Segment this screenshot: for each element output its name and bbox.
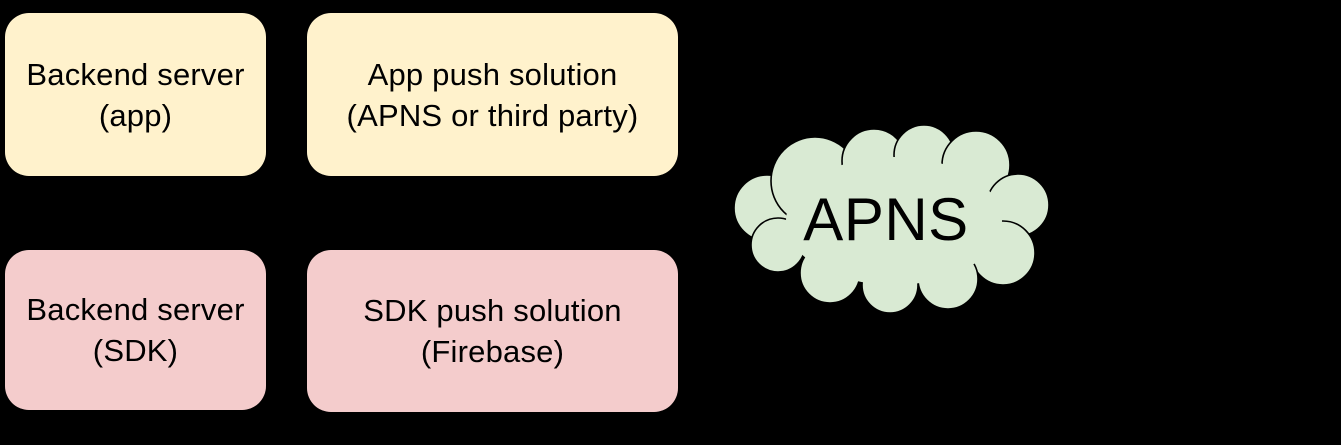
node-subtitle: (APNS or third party) — [346, 97, 639, 133]
cloud-label: APNS — [803, 185, 969, 253]
node-app-push-solution: App push solution (APNS or third party) — [307, 13, 678, 176]
node-backend-server-app: Backend server (app) — [5, 13, 266, 176]
node-backend-server-sdk: Backend server (SDK) — [5, 250, 266, 410]
apns-cloud: APNS — [712, 113, 1060, 325]
cloud-shape-icon — [733, 124, 1050, 314]
node-subtitle: (app) — [98, 97, 173, 133]
node-title: App push solution — [367, 56, 618, 92]
node-subtitle: (SDK) — [92, 333, 179, 368]
node-title: Backend server — [26, 56, 245, 92]
node-sdk-push-solution: SDK push solution (Firebase) — [307, 250, 678, 412]
node-title: SDK push solution — [363, 293, 622, 328]
node-subtitle: (Firebase) — [420, 334, 565, 369]
node-title: Backend server — [26, 292, 245, 327]
